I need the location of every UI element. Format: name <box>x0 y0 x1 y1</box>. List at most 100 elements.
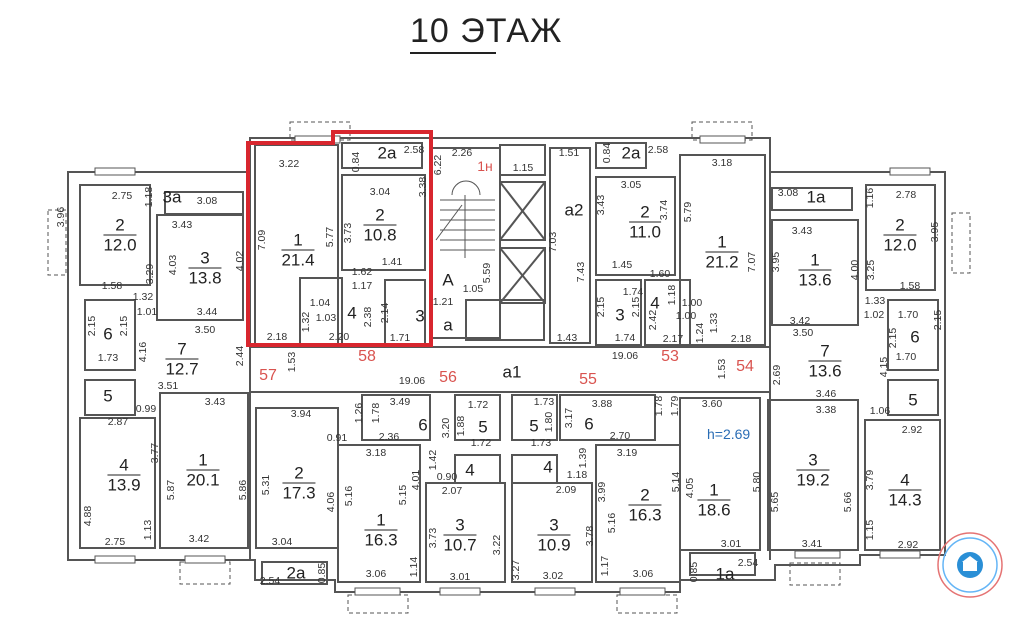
dimension-label: 1.70 <box>895 350 917 363</box>
room-area: 21.4 <box>281 250 315 270</box>
dimension-label: 3.02 <box>542 569 564 582</box>
space-label: а2 <box>564 200 584 220</box>
room-number: 4 <box>888 472 922 491</box>
dimension-label: 3.29 <box>143 263 156 285</box>
room-number: 1 <box>697 482 731 501</box>
room-number: 7 <box>808 343 842 362</box>
dimension-label: 3.18 <box>711 156 733 169</box>
section-number: 56 <box>439 369 457 386</box>
dimension-label: 1.70 <box>897 308 919 321</box>
dimension-label: 2.58 <box>647 143 669 156</box>
dimension-label: 1.80 <box>542 411 555 433</box>
room-number: 7 <box>165 341 199 360</box>
dimension-label: 1.16 <box>863 187 876 209</box>
space-label: 6 <box>910 327 920 347</box>
dimension-label: 2.92 <box>901 423 923 436</box>
space-label: 6 <box>418 415 428 435</box>
dimension-label: 0.85 <box>687 561 700 583</box>
dimension-label: 1.15 <box>863 519 876 541</box>
dimension-label: 2.70 <box>609 429 631 442</box>
space-label: 5 <box>908 390 918 410</box>
dimension-label: 0.84 <box>349 151 362 173</box>
dimension-label: 1.42 <box>426 449 439 471</box>
room-number: 2 <box>629 204 661 223</box>
dimension-label: 3.08 <box>777 186 799 199</box>
dimension-label: 0.90 <box>436 470 458 483</box>
dimension-label: 7.43 <box>574 261 587 283</box>
dimension-label: 3.22 <box>278 157 300 170</box>
dimension-label: 1.18 <box>566 468 588 481</box>
dimension-label: 2.42 <box>646 309 659 331</box>
dimension-label: 1.41 <box>381 255 403 268</box>
room-area: 21.2 <box>705 252 739 272</box>
dimension-label: 1.00 <box>681 296 703 309</box>
dimension-label: 2.69 <box>770 364 783 386</box>
dimension-label: 5.16 <box>605 512 618 534</box>
room-number: 1 <box>364 512 398 531</box>
dimension-label: 4.00 <box>848 259 861 281</box>
dimension-label: 2.75 <box>111 189 133 202</box>
dimension-label: 3.06 <box>632 567 654 580</box>
dimension-label: 1.18 <box>665 284 678 306</box>
room-area: 13.6 <box>808 361 842 381</box>
room-area: 10.8 <box>363 225 397 245</box>
space-label: 2а <box>286 563 306 583</box>
dimension-label: 1.72 <box>470 436 492 449</box>
room-area: 13.8 <box>188 268 222 288</box>
building-outline <box>67 137 946 593</box>
dimension-label: 6.22 <box>431 154 444 176</box>
dimension-label: 3.50 <box>792 326 814 339</box>
space-label: а1 <box>502 362 522 382</box>
dimension-label: 2.87 <box>107 415 129 428</box>
dimension-label: 1.43 <box>556 331 578 344</box>
room-number: 1 <box>186 452 220 471</box>
dimension-label: 3.17 <box>562 407 575 429</box>
space-label: 5 <box>529 416 539 436</box>
dimension-label: 3.50 <box>194 323 216 336</box>
room-number: 4 <box>107 457 141 476</box>
space-label: а <box>443 315 453 335</box>
room-number: 2 <box>363 207 397 226</box>
dimension-label: 1.04 <box>309 296 331 309</box>
dimension-label: 3.99 <box>595 481 608 503</box>
room-area: 16.3 <box>364 530 398 550</box>
dimension-label: 3.27 <box>509 559 522 581</box>
dimension-label: 3.73 <box>341 222 354 244</box>
dimension-label: 3.42 <box>188 532 210 545</box>
dimension-label: 1.73 <box>97 351 119 364</box>
dimension-label: 3.01 <box>449 570 471 583</box>
dimension-label: 2.15 <box>117 315 130 337</box>
dimension-label: 1.17 <box>351 279 373 292</box>
dimension-label: 4.16 <box>136 341 149 363</box>
dimension-label: 1.74 <box>622 285 644 298</box>
dimension-label: 2.15 <box>85 315 98 337</box>
room-area: 10.7 <box>443 535 477 555</box>
dimension-label: 3.43 <box>594 194 607 216</box>
dimension-label: 5.77 <box>323 226 336 248</box>
dimension-label: 1.73 <box>533 395 555 408</box>
dimension-label: 3.41 <box>801 537 823 550</box>
space-label: 2а <box>621 143 641 163</box>
stair-label: 1н <box>477 158 493 174</box>
dimension-label: 5.87 <box>164 479 177 501</box>
dimension-label: 3.51 <box>157 379 179 392</box>
dimension-label: 7.09 <box>255 229 268 251</box>
dimension-label: 5.15 <box>396 484 409 506</box>
room-number: 1 <box>281 232 315 251</box>
dimension-label: 3.44 <box>196 305 218 318</box>
dimension-label: 5.86 <box>236 479 249 501</box>
dimension-label: 5.66 <box>841 491 854 513</box>
dimension-label: 1.02 <box>863 308 885 321</box>
dimension-label: 19.06 <box>611 349 639 362</box>
dimension-label: 3.95 <box>928 221 941 243</box>
